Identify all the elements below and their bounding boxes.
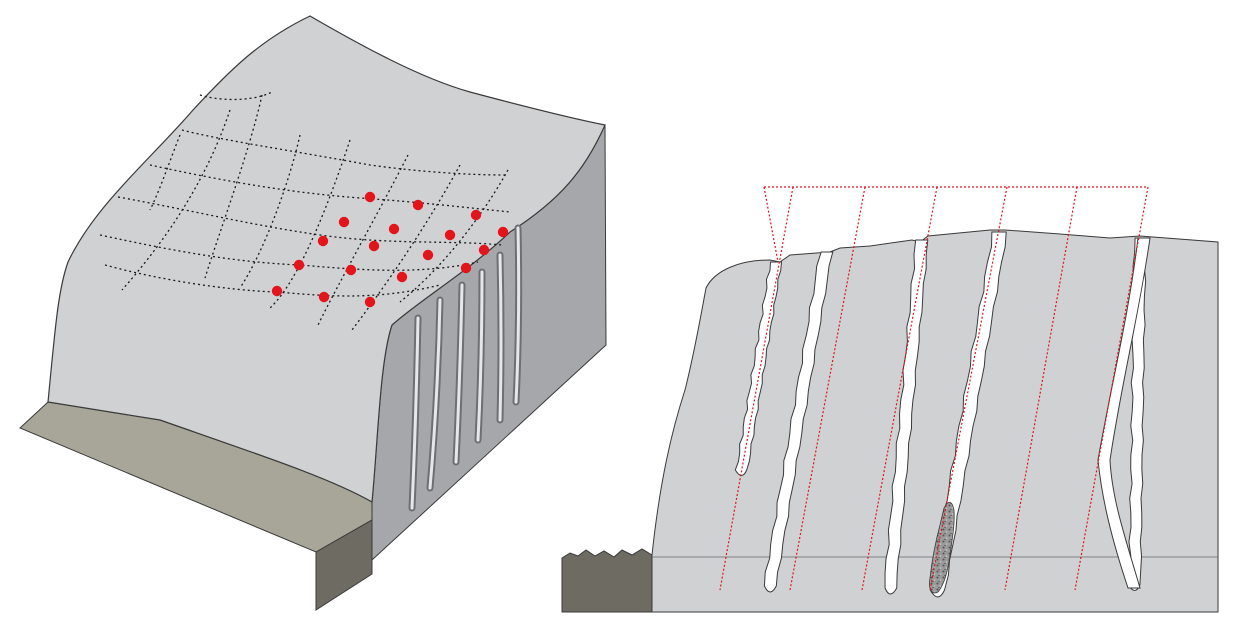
drill-grid-lines	[99, 91, 511, 331]
face-boreholes	[408, 224, 523, 512]
projection-line-2	[789, 186, 866, 591]
drill-point-7	[317, 235, 329, 247]
face-borehole-1	[410, 316, 420, 510]
drill-point-18	[460, 262, 472, 274]
face-borehole-5	[498, 253, 503, 422]
drill-point-15	[364, 296, 376, 308]
section-borehole-3	[884, 239, 929, 595]
projection-line-6	[1074, 186, 1149, 591]
quarry-block-perspective	[19, 15, 607, 611]
grid-line-1	[199, 91, 273, 101]
face-borehole-6	[514, 226, 521, 404]
grid-line-3	[149, 164, 511, 213]
grid-line-2	[181, 129, 506, 176]
projection-line-4	[929, 186, 1008, 591]
slope-top-surface	[47, 15, 606, 503]
drill-point-11	[345, 264, 357, 276]
section-borehole-5	[1128, 237, 1147, 591]
projection-line-1	[719, 186, 794, 591]
projection-line-5	[1004, 186, 1078, 591]
drill-points	[271, 191, 509, 308]
grid-line-4	[117, 196, 503, 246]
drill-point-5	[388, 223, 400, 235]
section-borehole-1	[734, 261, 783, 476]
grid-line-12	[317, 154, 409, 326]
face-borehole-4	[476, 270, 484, 442]
drill-point-13	[271, 285, 283, 297]
grid-line-5	[99, 234, 479, 271]
grid-line-11	[269, 139, 351, 309]
drill-point-4	[338, 216, 350, 228]
face-borehole-2	[428, 298, 442, 490]
drill-point-1	[364, 191, 376, 203]
drill-point-14	[318, 291, 330, 303]
drill-point-8	[368, 240, 380, 252]
face-borehole-3	[454, 283, 464, 464]
drill-point-10	[293, 259, 305, 271]
projection-line-left-end	[763, 186, 779, 263]
projection-line-3	[861, 186, 938, 591]
grid-line-6	[104, 264, 441, 297]
grouted-borehole-fill	[929, 501, 955, 594]
drill-point-3	[470, 209, 482, 221]
drill-point-12	[396, 271, 408, 283]
drill-point-6	[444, 229, 456, 241]
drill-point-2	[412, 199, 424, 211]
drill-point-16	[497, 226, 509, 238]
section-ground-block	[561, 548, 653, 613]
section-borehole-2	[763, 251, 834, 593]
drill-point-9	[422, 249, 434, 261]
grid-line-9	[204, 94, 263, 279]
ground-ledge-side	[315, 519, 373, 611]
projection-lines	[719, 186, 1149, 591]
drill-point-17	[478, 244, 490, 256]
quarry-face-cross-section	[561, 186, 1219, 613]
grid-line-14	[399, 169, 509, 303]
